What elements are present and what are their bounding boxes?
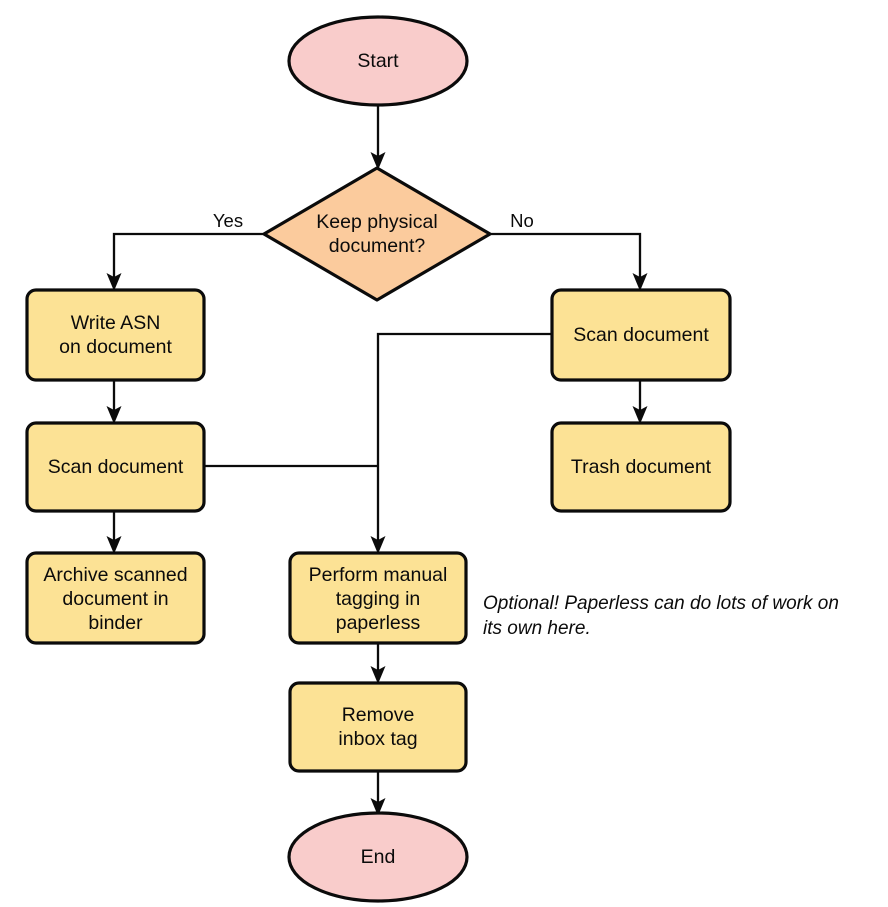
remove-inbox-tag-box[interactable] [288, 681, 468, 773]
start-ellipse[interactable] [287, 15, 469, 107]
edge-scan-right-to-tagging [370, 332, 552, 554]
node-label-tagging-line2: tagging in [336, 588, 421, 610]
end-ellipse[interactable] [287, 811, 469, 903]
optional-note-line1: Optional! Paperless can do lots of work … [483, 593, 839, 614]
node-label-trash-document: Trash document [571, 456, 712, 478]
edge-line [112, 232, 264, 281]
arrowhead-icon [370, 152, 386, 170]
decision-diamond[interactable] [262, 166, 492, 302]
edge-line [376, 332, 552, 544]
scan-document-left-box[interactable] [25, 421, 206, 513]
node-label-scan-document-right: Scan document [573, 324, 709, 346]
arrowhead-icon [106, 406, 122, 424]
node-label-archive-line1: Archive scanned [43, 564, 187, 586]
node-scan-document-left[interactable]: Scan document [25, 421, 206, 513]
node-decision-keep-physical[interactable]: Keep physical document? [262, 166, 492, 302]
node-label-remove-line2: inbox tag [338, 728, 417, 750]
node-label-decision-line2: document? [329, 235, 426, 257]
edge-label-yes: Yes [213, 210, 243, 231]
edge-decision-no: No [490, 210, 648, 291]
node-label-end: End [361, 846, 396, 868]
edge-remove-to-end [370, 771, 386, 816]
node-archive-binder[interactable]: Archive scanned document in binder [25, 551, 206, 645]
node-label-remove-line1: Remove [342, 704, 415, 726]
node-label-write-asn-line2: on document [59, 336, 172, 358]
node-label-decision-line1: Keep physical [316, 211, 437, 233]
node-remove-inbox-tag[interactable]: Remove inbox tag [288, 681, 468, 773]
arrowhead-icon [632, 273, 648, 291]
arrowhead-icon [370, 536, 386, 554]
edge-write-asn-to-scan [106, 380, 122, 424]
annotation-optional-note: Optional! Paperless can do lots of work … [483, 593, 839, 639]
node-label-write-asn-line1: Write ASN [71, 312, 161, 334]
arrowhead-icon [106, 273, 122, 291]
node-label-tagging-line1: Perform manual [309, 564, 448, 586]
scan-document-right-box[interactable] [550, 288, 732, 382]
write-asn-box[interactable] [25, 288, 206, 382]
node-write-asn[interactable]: Write ASN on document [25, 288, 206, 382]
manual-tagging-box[interactable] [288, 551, 468, 645]
node-label-archive-line2: document in [62, 588, 168, 610]
edge-start-to-decision [370, 104, 386, 170]
edge-scan-left-to-archive [106, 511, 122, 554]
node-trash-document[interactable]: Trash document [550, 421, 732, 513]
edge-tagging-to-remove [370, 643, 386, 684]
edge-line [490, 232, 642, 281]
arrowhead-icon [632, 406, 648, 424]
node-label-tagging-line3: paperless [336, 612, 421, 634]
archive-binder-box[interactable] [25, 551, 206, 645]
optional-note-line2: its own here. [483, 618, 591, 639]
node-label-scan-document-left: Scan document [48, 456, 184, 478]
arrowhead-icon [370, 798, 386, 816]
arrowhead-icon [106, 536, 122, 554]
arrowhead-icon [370, 666, 386, 684]
edge-decision-yes: Yes [106, 210, 264, 291]
node-label-archive-line3: binder [88, 612, 143, 634]
node-scan-document-right[interactable]: Scan document [550, 288, 732, 382]
node-start[interactable]: Start [287, 15, 469, 107]
node-end[interactable]: End [287, 811, 469, 903]
node-label-start: Start [357, 50, 399, 72]
trash-document-box[interactable] [550, 421, 732, 513]
edge-scan-right-to-trash [632, 380, 648, 424]
node-manual-tagging[interactable]: Perform manual tagging in paperless [288, 551, 468, 645]
edge-label-no: No [510, 210, 534, 231]
